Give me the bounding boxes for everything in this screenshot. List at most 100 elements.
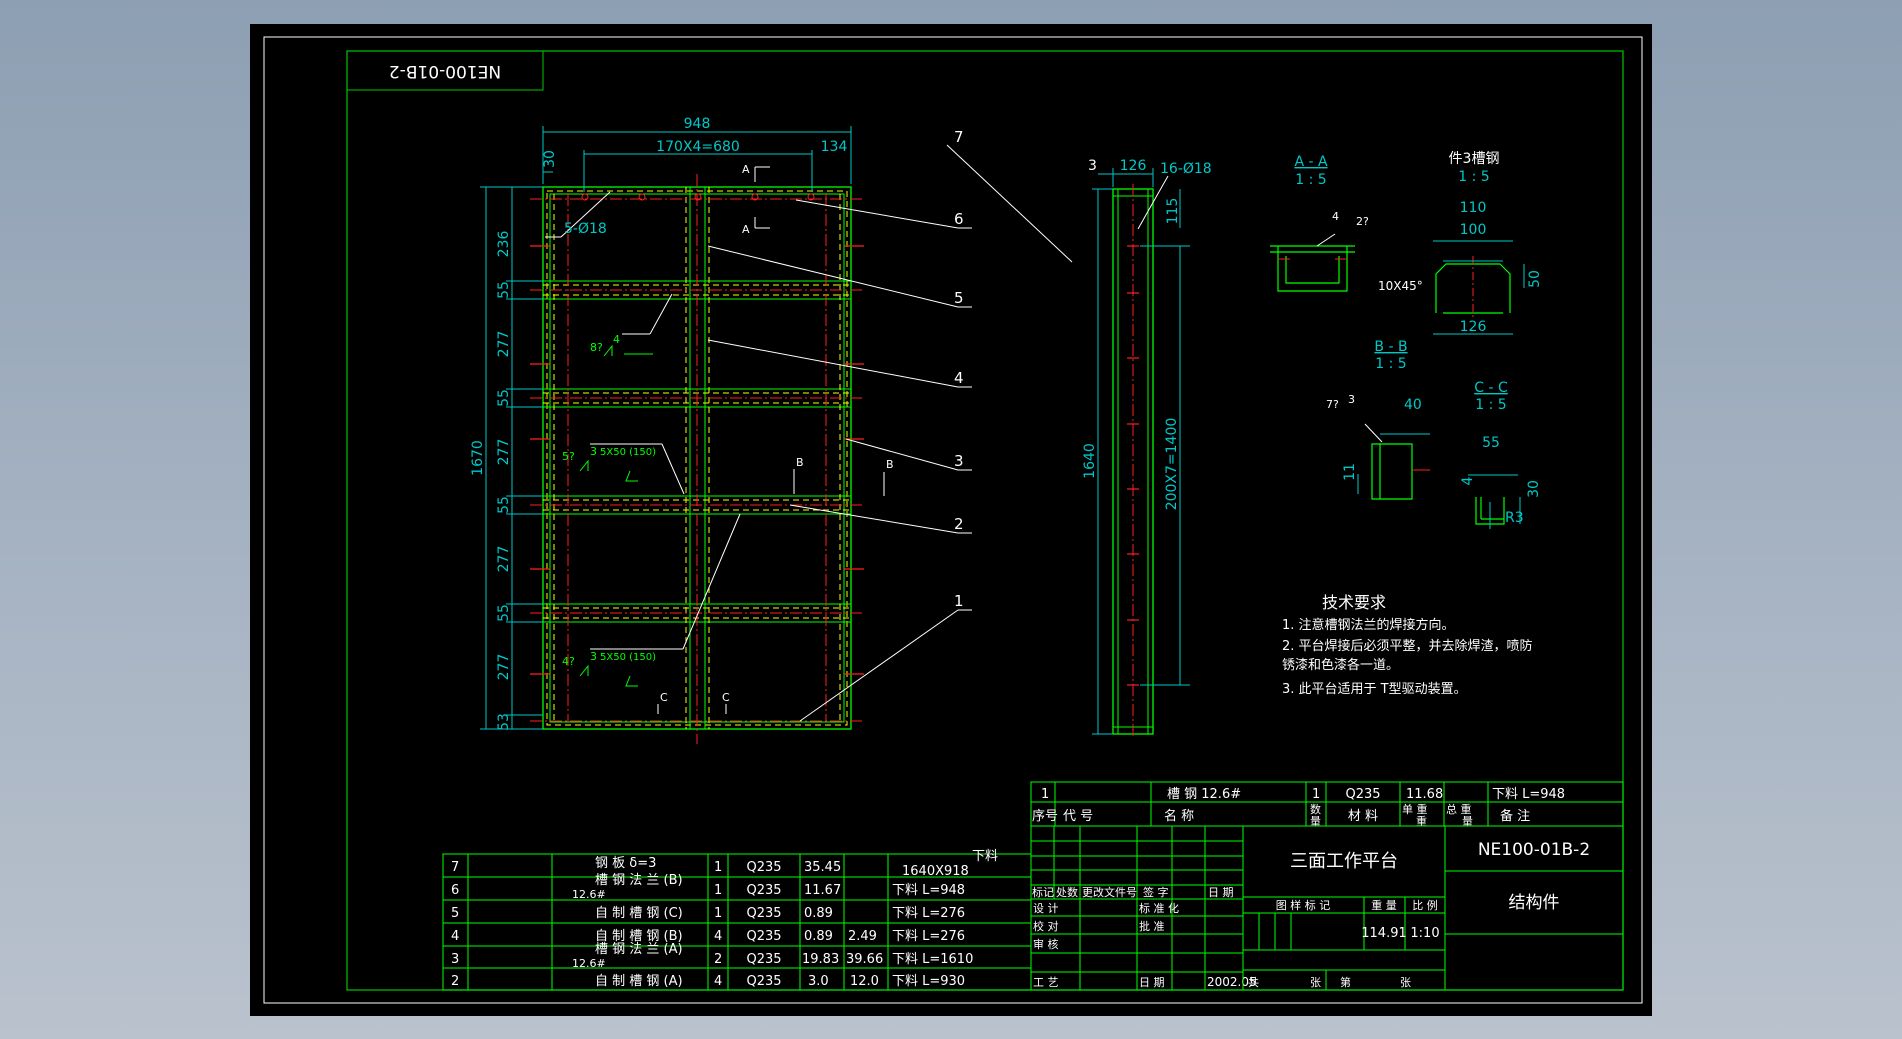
drawing-category: 结构件 (1509, 893, 1560, 913)
callout-7: 7 (954, 128, 964, 146)
bom-left-rows: 7 钢 板 δ=3 1 Q235 35.45 下料 1640X918 6 槽 钢… (451, 849, 998, 989)
side-dim-1640: 1640 (1082, 443, 1098, 479)
cc-dim-30: 30 (1526, 480, 1542, 498)
notes-line-1: 1. 注意槽钢法兰的焊接方向。 (1282, 617, 1455, 633)
front-holes (581, 193, 815, 201)
section-aa (1270, 245, 1355, 292)
bom-row-4-total: 2.49 (848, 929, 877, 944)
bb-weld: 3 (1348, 393, 1355, 406)
bom-spec-b: 12.6# (572, 957, 606, 970)
bom-head-material: 材 料 (1348, 809, 1378, 824)
bom-row-3-single: 0.89 (804, 906, 833, 921)
cad-drawing: NE100-01B-2 (263, 36, 1643, 1004)
bom-top-single: 11.68 (1406, 787, 1443, 802)
p3-126: 126 (1460, 319, 1487, 335)
bom-row-6-name: 自 制 槽 钢 (A) (595, 974, 683, 989)
bom-plate-size: 1640X918 (902, 864, 969, 879)
sect-b-right: B (886, 458, 894, 471)
rev-head-sign: 签 字 (1143, 885, 1169, 899)
bom-row-5-note: 下料 L=1610 (892, 952, 973, 967)
notes-line-2b: 锈漆和色漆各一道。 (1282, 657, 1399, 673)
rev-check: 校 对 (1033, 919, 1059, 933)
scale-value: 1:10 (1410, 926, 1439, 941)
bom-row-1-seq: 7 (451, 860, 459, 875)
front-dimensions (480, 126, 852, 730)
front-view-text: 948 170X4=680 30 134 5-Ø18 1670 236 55 2… (470, 116, 847, 731)
sect-a-bottom: A (742, 223, 750, 236)
bom-head-total-b: 量 (1462, 815, 1473, 828)
cc-scale: 1 : 5 (1475, 397, 1506, 413)
bom-row-2-name: 槽 钢 法 兰 (B) (595, 873, 683, 888)
cc-title: C - C (1474, 380, 1508, 396)
weld-5-count: 5? (562, 450, 575, 463)
bom-row-3-name: 自 制 槽 钢 (C) (595, 906, 683, 921)
sheet-sheets-label: 张 (1400, 976, 1411, 989)
side-holes-label: 16-Ø18 (1160, 161, 1212, 177)
weight-value: 114.91 (1361, 926, 1407, 941)
rev-review: 审 核 (1033, 937, 1059, 951)
seg-55-b: 55 (496, 389, 512, 407)
holes-5x18: 5-Ø18 (564, 221, 607, 237)
seg-53: 53 (496, 713, 512, 731)
aa-weld-leader (1316, 233, 1336, 247)
total-label: 共 (1248, 976, 1259, 989)
bb-dim-11: 11 (1342, 463, 1358, 481)
stage-head-weight: 重 量 (1371, 898, 1397, 912)
p3-chamfer: 10X45° (1378, 279, 1423, 293)
bom-row-5-mat: Q235 (746, 952, 781, 967)
sect-b-left: B (796, 456, 804, 469)
p3-scale: 1 : 5 (1458, 169, 1489, 185)
bb-dims (1357, 433, 1430, 494)
bom-row-3-qty: 1 (714, 906, 722, 921)
side-dim-3: 3 (1088, 158, 1097, 174)
side-view-text: 3 126 16-Ø18 115 1640 200X7=1400 (1082, 158, 1212, 510)
bom-row-2-note: 下料 L=948 (892, 883, 965, 898)
seg-277-b: 277 (496, 439, 512, 466)
rev-date: 2002.05 (1207, 975, 1257, 989)
aa-scale: 1 : 5 (1295, 172, 1326, 188)
bom-head-seq: 序号 (1032, 809, 1058, 824)
sect-c-left: C (660, 691, 668, 704)
leader-7 (946, 144, 1073, 263)
dim-30: 30 (542, 150, 558, 168)
bom-row-5-qty: 2 (714, 952, 722, 967)
section-bb (1371, 443, 1413, 500)
weld-4-size: 3 (590, 650, 597, 663)
bom-top-name: 槽 钢 12.6# (1167, 787, 1241, 802)
revision-grid (1030, 825, 1244, 991)
rev-head-mark: 标记 (1032, 885, 1054, 899)
bom-head-total-a: 总 重 (1446, 802, 1472, 816)
front-section-letters: A A B B C C (660, 163, 894, 704)
callout-numbers: 7 6 5 4 3 2 1 (954, 128, 964, 610)
bom-row-6-mat: Q235 (746, 974, 781, 989)
weld-4-count: 4? (562, 655, 575, 668)
bb-weld-q: 7? (1326, 398, 1339, 411)
bom-row-6-single: 3.0 (808, 974, 829, 989)
bom-row-1-single: 35.45 (804, 860, 841, 875)
bom-row-4-mat: Q235 (746, 929, 781, 944)
bb-dim-40: 40 (1404, 397, 1422, 413)
stage-head-scale: 比 例 (1412, 898, 1438, 912)
bom-row-5-total: 39.66 (846, 952, 883, 967)
mirrored-code-box (346, 50, 544, 91)
bom-left-grid (442, 853, 1032, 991)
rev-head-date: 日 期 (1208, 886, 1234, 899)
cc-dims (1468, 474, 1521, 529)
bom-head-code: 代 号 (1063, 809, 1093, 824)
bom-head-note: 备 注 (1500, 808, 1530, 824)
rev-approve: 批 准 (1139, 919, 1165, 933)
front-side-ticks (530, 245, 864, 675)
bom-row-2-single: 11.67 (804, 883, 841, 898)
front-weld-symbols (579, 344, 653, 687)
dim-1670: 1670 (470, 440, 486, 476)
title-block-grid (1242, 825, 1624, 991)
sheet-outer-frame (263, 36, 1643, 1004)
drawing-viewport[interactable]: NE100-01B-2 (250, 24, 1652, 1016)
sheet-label: 第 (1340, 975, 1351, 989)
seg-55-d: 55 (496, 604, 512, 622)
dim-134: 134 (821, 139, 848, 155)
seg-277-d: 277 (496, 654, 512, 681)
seg-55-a: 55 (496, 281, 512, 299)
side-dimensions (1092, 168, 1190, 735)
rev-std: 标 准 化 (1139, 901, 1179, 915)
